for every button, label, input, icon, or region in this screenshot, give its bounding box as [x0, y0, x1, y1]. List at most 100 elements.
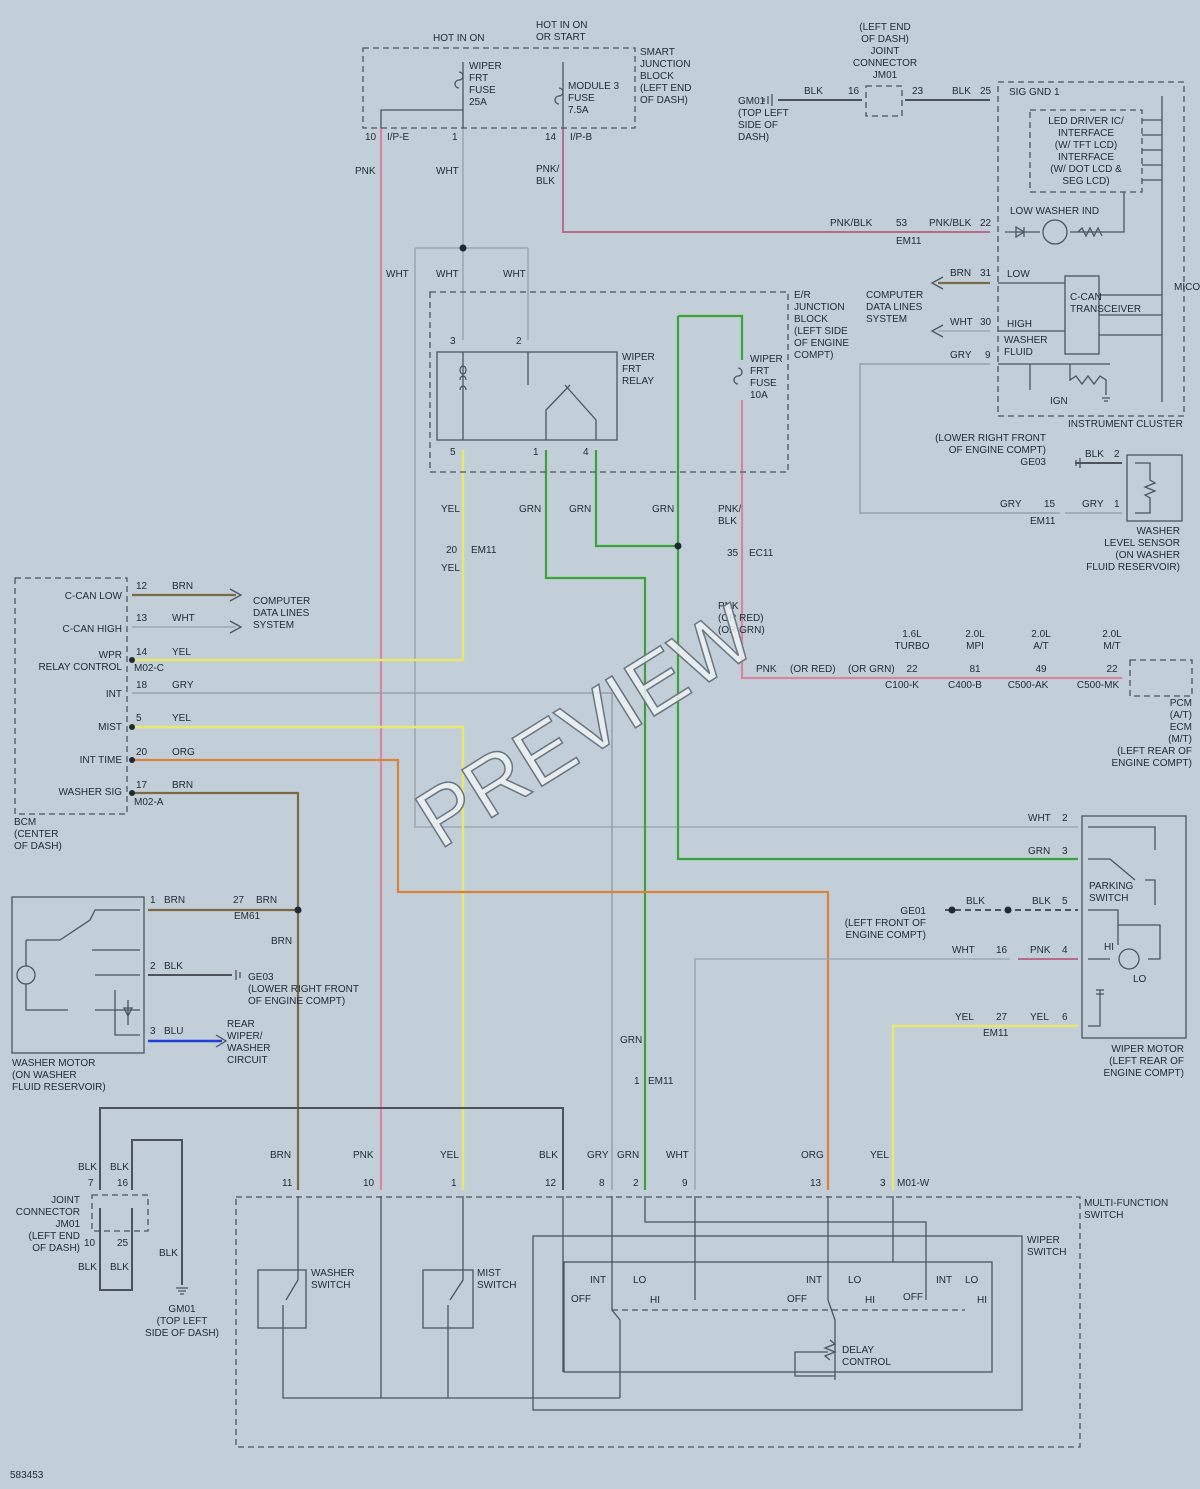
- mfs-wire-yel: YEL: [440, 1150, 459, 1161]
- pin-jm01-10: 10: [84, 1238, 96, 1249]
- wire-label-wht-4: WHT: [503, 269, 526, 280]
- mfs-int-2: INT: [806, 1275, 822, 1286]
- wire-label-pnkblk-fuse: PNK/BLK: [718, 504, 742, 527]
- washer-fluid-internal: [998, 363, 1110, 395]
- wire-label-or-grn: (OR GRN): [848, 664, 895, 675]
- wiper-frt-relay-contacts: [462, 352, 597, 440]
- wire-blk-jm01-loop: [99, 1208, 133, 1291]
- washer-motor-icon: [16, 965, 36, 985]
- wire-label-brn-cluster: BRN: [950, 268, 971, 279]
- mfs-pin-13: 13: [810, 1178, 822, 1189]
- wire-label-or-red: (OR RED): [790, 664, 836, 675]
- mfs-lo-2: LO: [848, 1275, 862, 1286]
- pin-pcm-c500ak-49: 49: [1035, 664, 1047, 675]
- mfs-wire-blk: BLK: [539, 1150, 558, 1161]
- wire-yel-motor: [891, 1024, 1078, 1190]
- conn-em61: EM61: [234, 911, 261, 922]
- wire-label-pnk-motor: PNK: [1030, 945, 1051, 956]
- pin-relay-3: 3: [450, 336, 456, 347]
- pin-level-15: 15: [1044, 499, 1056, 510]
- low-washer-resistor-icon: [1077, 226, 1103, 238]
- pin-ec11-35: 35: [727, 548, 739, 559]
- node-brn: [294, 906, 302, 914]
- wire-pnkblk: [562, 128, 990, 233]
- pin-cluster-9: 9: [985, 350, 991, 361]
- pin-em11-53: 53: [896, 218, 908, 229]
- conn-em11-cluster: EM11: [896, 236, 922, 247]
- wire-label-blk-motor: BLK: [1032, 896, 1051, 907]
- pin-jm01-b16: 16: [117, 1178, 129, 1189]
- pin-pcm-c400-81: 81: [969, 664, 981, 675]
- joint-connector-bottom: [91, 1194, 149, 1232]
- node-wht: [459, 244, 467, 252]
- conn-m02-c: M02-C: [134, 663, 164, 674]
- wire-label-wht-3: WHT: [436, 269, 459, 280]
- mfs-pin-1: 1: [451, 1178, 457, 1189]
- label-low-washer-ind: LOW WASHER IND: [1010, 206, 1099, 217]
- pin-cluster-30: 30: [980, 317, 992, 328]
- wire-label-pnkblk-v: PNK/BLK: [536, 164, 560, 187]
- node-blk-ge01: [948, 906, 956, 914]
- conn-c500-mk: C500-MK: [1077, 680, 1120, 691]
- conn-c400-b: C400-B: [948, 680, 982, 691]
- bcm-mist: MIST: [98, 722, 122, 733]
- wire-bcm-yel-14: YEL: [172, 647, 191, 658]
- conn-em11-20: EM11: [471, 545, 497, 556]
- mfs-pin-9: 9: [682, 1178, 688, 1189]
- pin-wiper-motor-2: 2: [1062, 813, 1068, 824]
- wire-label-wht-motor: WHT: [952, 945, 975, 956]
- wiper-motor-box: [1081, 815, 1187, 1039]
- bcm-box: [14, 577, 128, 815]
- conn-c100-k: C100-K: [885, 680, 919, 691]
- wire-blk-mfs: [99, 1107, 564, 1190]
- fuse-wiper-frt-10a-icon: [733, 367, 743, 385]
- pin-pcm-c500mk-22: 22: [1106, 664, 1118, 675]
- wire-label-blk-2: BLK: [952, 86, 971, 97]
- pin-wiper-motor-4: 4: [1062, 945, 1068, 956]
- node-bcm-5: [129, 724, 135, 730]
- wire-label-grn-motor: GRN: [1028, 846, 1050, 857]
- label-hot-in-on: HOT IN ON: [433, 33, 484, 44]
- wire-label-wht-cluster: WHT: [950, 317, 973, 328]
- mfs-hi-2: HI: [865, 1295, 875, 1306]
- label-high: HIGH: [1007, 319, 1032, 330]
- wire-wht-relay: [414, 247, 1078, 828]
- pin-bcm-17: 17: [136, 780, 148, 791]
- mfs-wire-wht: WHT: [666, 1150, 689, 1161]
- wire-label-gry-level-2: GRY: [1082, 499, 1104, 510]
- wire-label-pnkblk-1: PNK/BLK: [830, 218, 873, 229]
- mfs-off-3: OFF: [903, 1292, 923, 1303]
- wiper-switch-box: [532, 1235, 1023, 1411]
- mfs-wire-pnk: PNK: [353, 1150, 374, 1161]
- wiper-switch-inner: [563, 1261, 993, 1373]
- pin-em11-27: 27: [996, 1012, 1008, 1023]
- washer-level-sensor-box: [1126, 454, 1183, 522]
- pin-jm01-16: 16: [848, 86, 860, 97]
- wire-gry-level: [859, 363, 1122, 514]
- bcm-c-can-high: C-CAN HIGH: [63, 624, 122, 635]
- pin-wiper-motor-3: 3: [1062, 846, 1068, 857]
- wire-yel-relay-control: [132, 450, 465, 662]
- wire-label-gry-cluster: GRY: [950, 350, 972, 361]
- wire-blk-gm01: [131, 1139, 183, 1285]
- mfs-lo-3: LO: [965, 1275, 979, 1286]
- wire-label-yel-2: YEL: [441, 563, 460, 574]
- conn-em11-1: EM11: [648, 1076, 674, 1087]
- pin-wiper-motor-5: 5: [1062, 896, 1068, 907]
- pin-bcm-5: 5: [136, 713, 142, 724]
- pin-bcm-13: 13: [136, 613, 148, 624]
